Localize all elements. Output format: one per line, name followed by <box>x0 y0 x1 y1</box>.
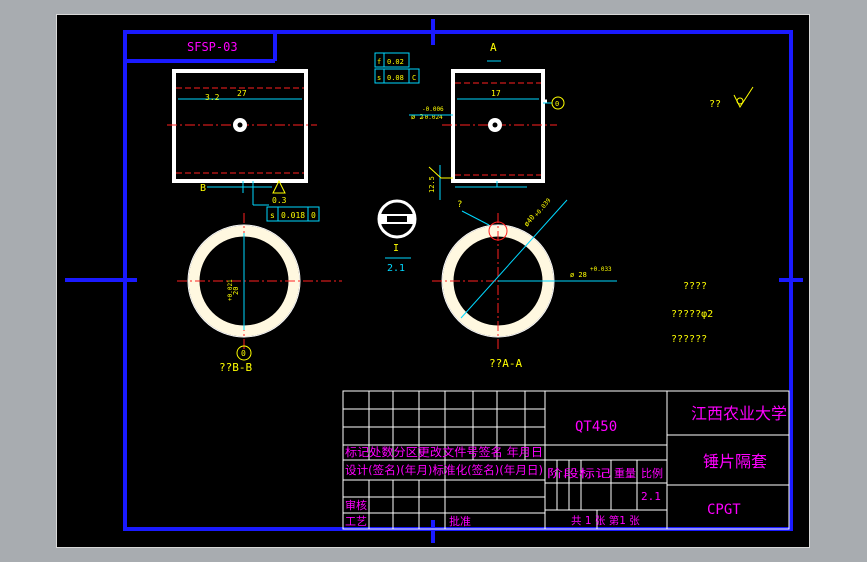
section-bb-label: ??B-B <box>219 361 252 374</box>
section-a-letter: A <box>490 41 497 54</box>
school-name: 江西农业大学 <box>691 404 787 423</box>
stage-label: 阶段标记 <box>547 466 611 480</box>
roughness-symbol: ?? <box>709 86 754 110</box>
note-line-3: ?????? <box>671 334 707 345</box>
right-bore-tol-lower: -0.024 <box>421 114 443 121</box>
flatness-value: 0.02 <box>387 58 404 66</box>
roughness-text: ?? <box>709 99 721 110</box>
right-height-dim: 12.5 <box>428 176 436 193</box>
flatness-frame <box>374 52 420 84</box>
left-top-view: 27 3.2 B 0.3 s 0.018 0 <box>167 69 320 222</box>
approve-label: 批准 <box>449 514 471 528</box>
datum-circle-right <box>551 96 565 110</box>
left-tol-datum: 0 <box>311 211 316 220</box>
datum-circle-right-label: 0 <box>555 100 559 108</box>
right-outer-dia: ø 28 <box>570 271 587 279</box>
right-width-dim: 17 <box>491 89 501 98</box>
weight-label: 重量 <box>614 466 636 480</box>
datum-circle-left <box>236 345 252 361</box>
left-part-outline <box>172 69 308 183</box>
row-revision: 标记处数分区更改文件号签名 年月日 <box>345 445 543 459</box>
runout-symbol: s <box>377 74 381 82</box>
datum-b-label: B <box>200 183 206 194</box>
left-tol-value: 0.018 <box>281 211 305 220</box>
title-block: 标记处数分区更改文件号签名 年月日 设计(签名)(年月)标准化(签名)(年月日)… <box>342 390 790 530</box>
runout-datum: C <box>412 74 416 82</box>
detail-label: I <box>393 243 399 254</box>
drawing-canvas: SFSP-03 27 3.2 B 0.3 s 0.018 0 A <box>65 19 803 543</box>
right-leader-q: ? <box>457 200 462 210</box>
left-tol-symbol: s <box>270 211 275 220</box>
section-aa-label: ??A-A <box>489 357 522 370</box>
left-hole-dia: 20 <box>232 287 240 295</box>
material-label: QT450 <box>575 419 617 435</box>
runout-value: 0.08 <box>387 74 404 82</box>
flatness-symbol: f <box>377 58 381 66</box>
cad-viewport[interactable]: SFSP-03 27 3.2 B 0.3 s 0.018 0 A <box>56 14 810 548</box>
process-label: 工艺 <box>345 515 367 528</box>
drawing-number: CPGT <box>707 502 741 518</box>
left-small-dim: 0.3 <box>272 196 287 205</box>
detail-scale: 2.1 <box>387 263 405 274</box>
part-name: 锤片隔套 <box>703 452 767 471</box>
sheet-info: 共 1 张 第1 张 <box>571 514 640 527</box>
datum-circle-left-label: 0 <box>241 349 246 358</box>
detail-view: I 2.1 <box>377 199 417 274</box>
left-hole-tol: +0.021 <box>227 279 234 301</box>
right-outer-tol: +0.033 <box>590 266 612 273</box>
row-design: 设计(签名)(年月)标准化(签名)(年月日) <box>345 463 543 477</box>
left-width-dim: 27 <box>237 89 247 98</box>
scale-label: 比例 <box>641 466 663 480</box>
technical-notes: ???? ?????φ2 ?????? <box>671 281 713 345</box>
right-part-outline <box>451 69 545 183</box>
right-top-view: A 17 -0.006 ø 2 -0.024 0 12.5 f <box>374 41 565 200</box>
note-line-1: ???? <box>683 281 707 292</box>
right-diag-tol: +0.039 <box>533 197 553 218</box>
section-bb-view: 20 +0.021 0 ??B-B <box>177 213 342 374</box>
left-tolerance-frame <box>266 206 320 222</box>
right-bore-dia: ø 2 <box>411 113 424 121</box>
review-label: 审核 <box>345 498 367 512</box>
left-chamfer-dim: 3.2 <box>205 93 220 102</box>
right-bore-tol-upper: -0.006 <box>422 106 444 113</box>
drawing-code: SFSP-03 <box>187 40 238 54</box>
section-aa-view: ? ø 28 +0.033 ø40 +0.039 ??A-A <box>432 197 617 370</box>
scale-value: 2.1 <box>641 490 661 503</box>
note-line-2: ?????φ2 <box>671 309 713 320</box>
